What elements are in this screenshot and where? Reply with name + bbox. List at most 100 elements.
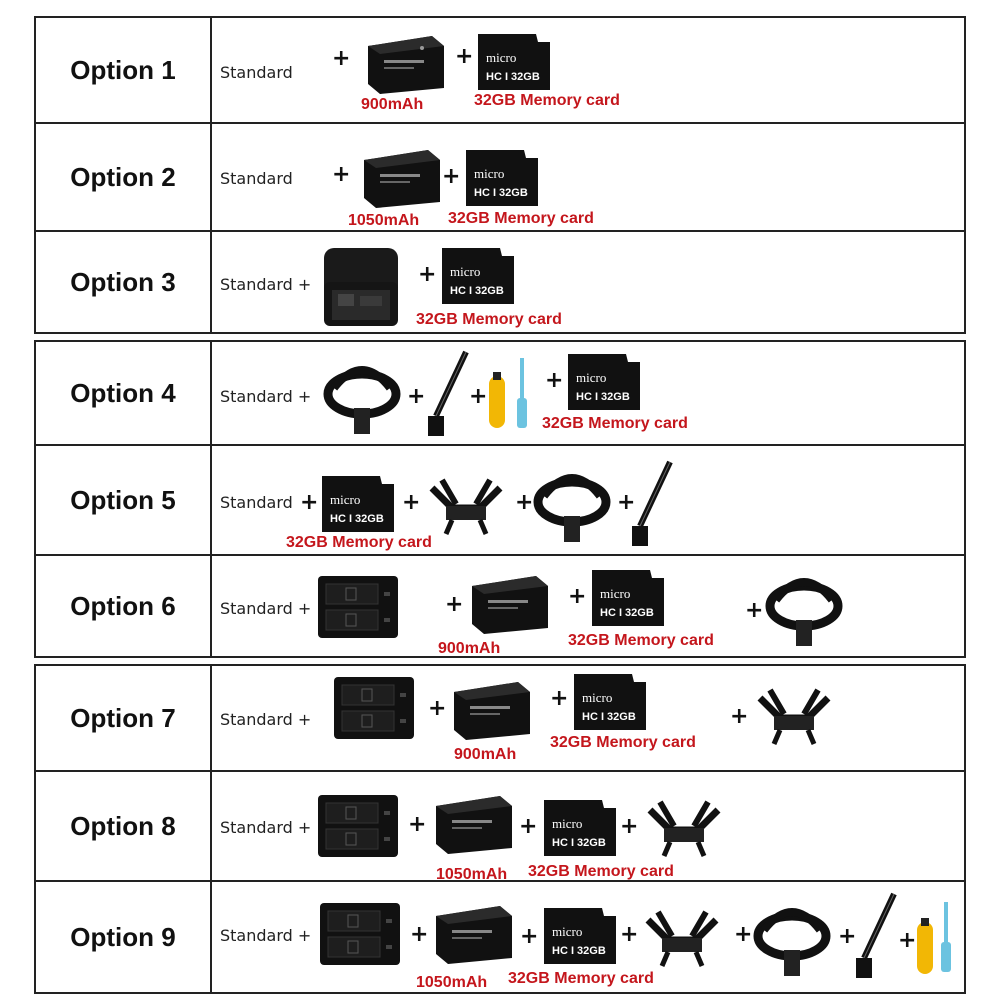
memory-card-label: 32GB Memory card [286,534,432,551]
plus-sign: + [730,704,749,729]
option-label-cell: Option 3 [36,232,212,332]
option-label-cell: Option 9 [36,882,212,992]
head-strap-icon [752,900,832,980]
option-title: Option 8 [70,810,176,841]
option-label-cell: Option 4 [36,342,212,444]
plus-sign: + [545,368,564,393]
svg-text:micro: micro [450,264,480,279]
plus-sign: + [520,924,539,949]
screwdriver-icon [514,358,530,430]
svg-text:HC I 32GB: HC I 32GB [576,391,630,403]
selfie-stick-icon [626,456,678,548]
option-label-cell: Option 8 [36,772,212,880]
plus-sign: + [617,490,636,515]
svg-text:micro: micro [600,586,630,601]
svg-text:micro: micro [474,166,504,181]
plus-sign: + [300,490,319,515]
battery-capacity-label: 1050mAh [348,212,420,229]
option-group-1: Option 1 Standard + 900mAh + micro HC I 3… [34,16,966,334]
head-strap-icon [322,358,402,438]
svg-text:micro: micro [576,370,606,385]
dual-charger-icon [316,792,400,860]
selfie-stick-icon [422,346,474,438]
plus-sign: + [407,384,426,409]
option-title: Option 1 [70,54,176,85]
plus-sign: + [734,922,753,947]
svg-text:HC I 32GB: HC I 32GB [600,607,654,619]
plus-sign: + [898,928,917,953]
plus-sign: + [519,814,538,839]
option-label-cell: Option 1 [36,18,212,122]
battery-icon [430,900,514,966]
head-strap-icon [764,570,844,650]
carry-case-icon [318,242,404,332]
selfie-stick-icon [850,888,902,980]
svg-text:HC I 32GB: HC I 32GB [474,187,528,199]
battery-icon [466,570,550,636]
battery-capacity-label: 900mAh [438,640,501,657]
plus-sign: + [469,384,488,409]
svg-text:micro: micro [582,690,612,705]
option-group-2: Option 4 Standard + + + + micro HC I 32GB… [34,340,966,658]
svg-text:micro: micro [486,50,516,65]
chest-harness-icon [640,796,728,860]
option-title: Option 9 [70,921,176,952]
option-title: Option 7 [70,702,176,733]
plus-sign: + [408,812,427,837]
plus-sign: + [620,922,639,947]
dual-charger-icon [318,900,402,968]
option-title: Option 2 [70,161,176,192]
standard-label: Standard + [220,818,312,837]
svg-text:HC I 32GB: HC I 32GB [552,837,606,849]
memory-card-label: 32GB Memory card [416,311,562,328]
battery-icon [448,676,532,742]
memory-card-icon: micro HC I 32GB [462,148,542,208]
svg-text:micro: micro [330,492,360,507]
option-title: Option 5 [70,484,176,515]
standard-label: Standard [220,169,293,188]
dual-charger-icon [316,574,400,640]
battery-icon [358,144,442,210]
standard-label: Standard + [220,926,312,945]
plus-sign: + [455,44,474,69]
memory-card-icon: micro HC I 32GB [564,352,644,412]
option-row-4[interactable]: Option 4 Standard + + + + micro HC I 32GB… [36,342,964,444]
standard-label: Standard [220,493,293,512]
battery-capacity-label: 1050mAh [416,974,488,991]
chest-harness-icon [638,906,726,970]
plus-sign: + [515,490,534,515]
plus-sign: + [550,686,569,711]
memory-card-label: 32GB Memory card [550,734,696,751]
svg-text:HC I 32GB: HC I 32GB [486,71,540,83]
memory-card-icon: micro HC I 32GB [474,32,554,92]
option-label-cell: Option 6 [36,556,212,656]
float-grip-icon [914,918,936,978]
plus-sign: + [442,164,461,189]
plus-sign: + [332,46,351,71]
battery-capacity-label: 900mAh [361,96,424,113]
plus-sign: + [402,490,421,515]
float-grip-icon [486,372,508,432]
standard-label: Standard + [220,387,312,406]
option-title: Option 4 [70,377,176,408]
standard-label: Standard + [220,275,312,294]
